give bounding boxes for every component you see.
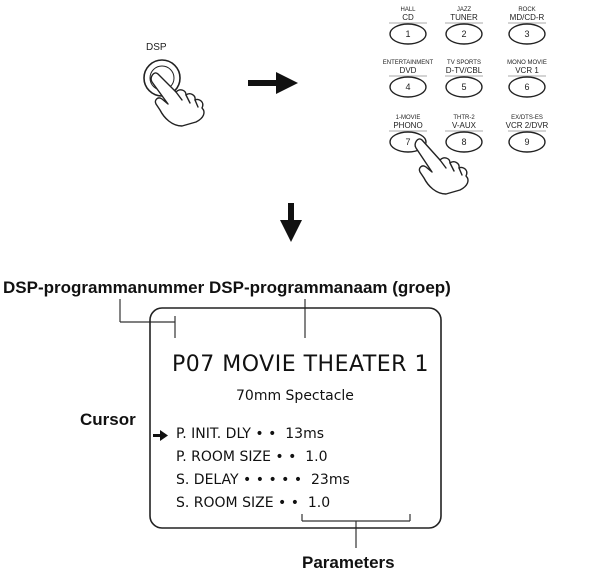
pointing-hand-icon [150,72,205,127]
remote-key-shell[interactable] [445,131,483,153]
remote-key-source-label: PHONO [393,121,422,130]
remote-key-group-label: THTR-2 [453,115,475,121]
remote-key-shell[interactable] [389,76,427,98]
screen-title: P07 MOVIE THEATER 1 [172,352,429,377]
right-arrow-icon [248,72,298,94]
remote-key-shell[interactable] [445,23,483,45]
param-row: P. INIT. DLY • • 13ms [176,426,325,442]
pointing-hand-key-icon [414,138,469,195]
parameters-label: Parameters [302,553,395,572]
remote-key-number: 8 [461,137,466,147]
remote-key-group-label: EX/DTS-ES [511,115,543,121]
remote-key-group-label: ROCK [518,7,535,13]
remote-key-source-label: VCR 2/DVR [506,121,549,130]
remote-key-shell[interactable] [508,76,546,98]
param-row: S. ROOM SIZE • • 1.0 [176,495,331,511]
remote-key-group-label: MONO MOVIE [507,60,547,66]
remote-key-number: 6 [524,82,529,92]
remote-key-shell[interactable] [445,76,483,98]
remote-key-source-label: D-TV/CBL [446,66,483,75]
remote-key-number: 1 [405,29,410,39]
cursor-label: Cursor [80,410,136,429]
program-name-label: DSP-programmanaam (groep) [209,278,451,297]
callout-lines [119,299,411,548]
remote-key-group-label: JAZZ [457,7,472,13]
remote-key-number: 7 [405,137,410,147]
remote-key-group-label: ENTERTAINMENT [383,60,434,66]
remote-key-group-label: HALL [400,7,416,13]
remote-key-source-label: TUNER [450,13,478,22]
remote-key-number: 4 [405,82,410,92]
param-row: P. ROOM SIZE • • 1.0 [176,449,328,465]
remote-key-shell[interactable] [508,23,546,45]
cursor-arrow-icon [153,430,168,441]
remote-key-group-label: 1-MOVIE [396,115,421,121]
remote-key-shell[interactable] [389,23,427,45]
param-row: S. DELAY • • • • • 23ms [176,472,350,488]
remote-key-number: 5 [461,82,466,92]
remote-key-source-label: MD/CD-R [510,13,545,22]
remote-key-source-label: VCR 1 [515,66,539,75]
screen-subtitle: 70mm Spectacle [236,388,354,404]
program-number-label: DSP-programmanummer [3,278,205,297]
remote-key-8[interactable]: THTR-2V-AUX 8 [445,115,483,153]
remote-key-number: 2 [461,29,466,39]
display-screen [149,307,442,529]
remote-key-source-label: V-AUX [452,121,477,130]
remote-key-source-label: DVD [400,66,417,75]
remote-key-shell[interactable] [508,131,546,153]
remote-key-number: 3 [524,29,529,39]
remote-key-group-label: TV SPORTS [447,60,481,66]
remote-key-number: 9 [524,137,529,147]
down-arrow-icon [280,203,302,242]
remote-key-source-label: CD [402,13,414,22]
dsp-button-label: DSP [146,42,167,53]
